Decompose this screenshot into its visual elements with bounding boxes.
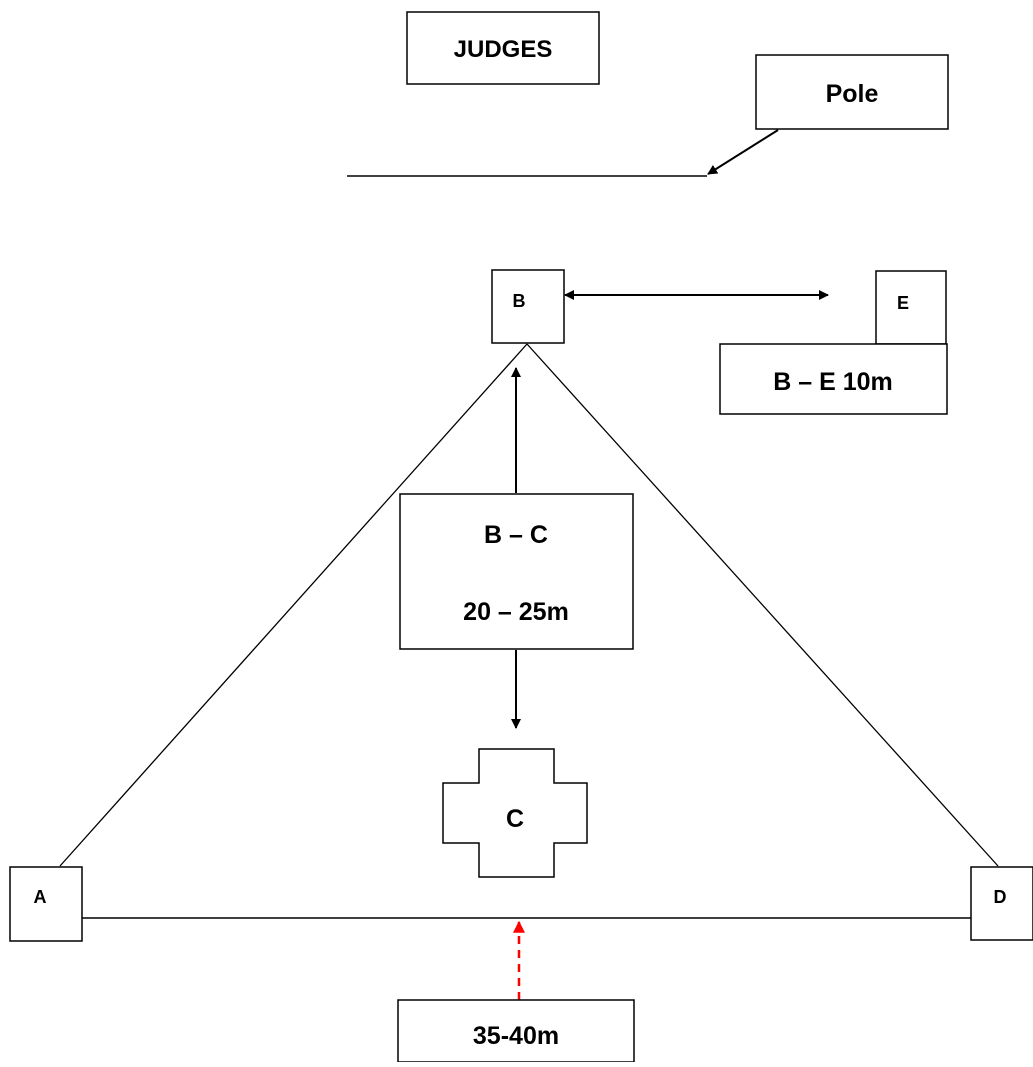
bc-distance-box: B – C 20 – 25m [399, 493, 634, 650]
line-b-a [59, 343, 528, 867]
marker-c: C [442, 748, 588, 878]
marker-a-label: A [34, 887, 47, 907]
pole-callout: Pole [707, 54, 949, 175]
marker-e: E [875, 270, 947, 345]
marker-e-label: E [897, 293, 909, 313]
pole-label: Pole [826, 80, 879, 108]
line-b-d [526, 343, 999, 867]
marker-d-label: D [994, 887, 1007, 907]
judges-box: JUDGES [406, 11, 600, 85]
marker-d: D [970, 866, 1033, 941]
pole-pointer-arrow [707, 129, 779, 175]
marker-b: B [491, 269, 565, 344]
marker-b-label: B [513, 291, 526, 311]
bc-distance-label: 20 – 25m [463, 598, 569, 626]
be-distance-box: B – E 10m [719, 343, 948, 415]
bc-title-label: B – C [484, 521, 548, 549]
be-distance-label: B – E 10m [773, 368, 893, 396]
marker-c-label: C [506, 805, 524, 833]
judges-label: JUDGES [454, 36, 553, 63]
marker-a: A [9, 866, 83, 942]
ad-distance-label: 35-40m [473, 1022, 559, 1050]
ad-distance-box: 35-40m [397, 999, 635, 1063]
